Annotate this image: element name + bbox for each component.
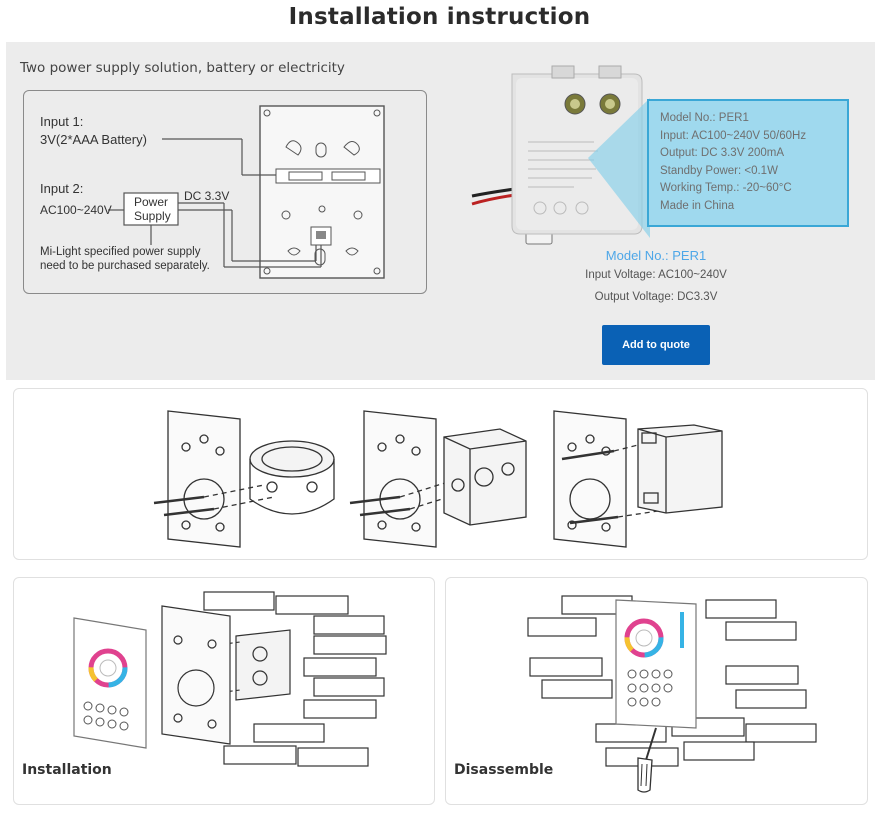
- power-box-line2: Supply: [134, 209, 171, 223]
- mounting-options-card: [13, 388, 868, 560]
- input2-value: AC100~240V: [40, 203, 112, 217]
- input-voltage: Input Voltage: AC100~240V: [585, 269, 727, 281]
- adapter-label: Model No.: PER1 Input: AC100~240V 50/60H…: [660, 110, 846, 215]
- input1-value: 3V(2*AAA Battery): [40, 132, 147, 147]
- adapter-label-origin: Made in China: [660, 199, 735, 212]
- model-number: Model No.: PER1: [605, 248, 707, 263]
- disassemble-illustration: [527, 595, 817, 793]
- wiring-diagram: Input 1: 3V(2*AAA Battery) Input 2: AC10…: [23, 90, 427, 294]
- power-box-line1: Power: [134, 195, 169, 209]
- adapter-label-output: Output: DC 3.3V 200mA: [660, 147, 785, 159]
- adapter-label-input: Input: AC100~240V 50/60Hz: [660, 129, 807, 142]
- add-to-quote-button[interactable]: Add to quote: [602, 325, 710, 365]
- supply-caption: Two power supply solution, battery or el…: [20, 60, 345, 76]
- page-title: Installation instruction: [288, 4, 591, 30]
- input1-label: Input 1:: [40, 114, 84, 129]
- installation-illustration: [73, 591, 387, 767]
- note-line2: need to be purchased separately.: [40, 260, 210, 272]
- mounting-options-illustration: [153, 410, 723, 548]
- note-line1: Mi-Light specified power supply: [40, 246, 201, 258]
- power-supply-panel: Two power supply solution, battery or el…: [6, 42, 875, 380]
- installation-card: Installation: [13, 577, 435, 805]
- disassemble-card: Disassemble: [445, 577, 868, 805]
- disassemble-label: Disassemble: [454, 762, 554, 778]
- product-specs: Model No.: PER1 Input Voltage: AC100~240…: [526, 248, 786, 313]
- adapter-label-temp: Working Temp.: -20~60°C: [660, 182, 792, 194]
- adapter-label-standby: Standby Power: <0.1W: [660, 164, 778, 177]
- output-voltage: Output Voltage: DC3.3V: [594, 291, 718, 303]
- input2-label: Input 2:: [40, 181, 84, 196]
- adapter-label-model: Model No.: PER1: [660, 112, 749, 124]
- installation-label: Installation: [22, 762, 112, 778]
- adapter-illustration: [471, 65, 849, 245]
- dc-label: DC 3.3V: [184, 189, 230, 203]
- adapter-photo: Model No.: PER1 Input: AC100~240V 50/60H…: [464, 58, 854, 258]
- wiring-diagram-lines: [108, 105, 385, 279]
